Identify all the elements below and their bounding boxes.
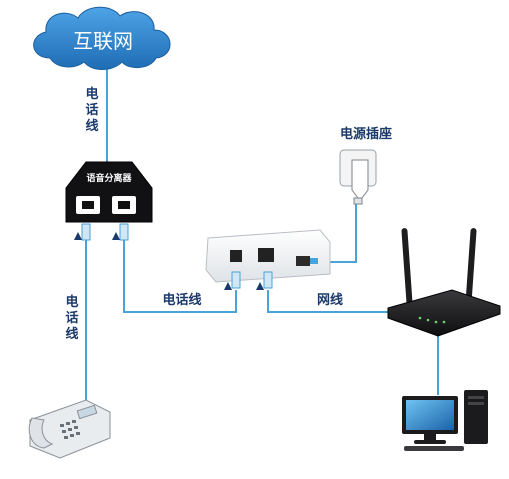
router-antenna-right — [465, 228, 477, 306]
modem-port-power — [296, 256, 310, 266]
label-char: 电 — [85, 86, 98, 102]
arrow-up-icon — [256, 282, 264, 290]
power-adapter — [339, 149, 377, 205]
modem-plug-line — [231, 271, 241, 289]
router-body — [387, 289, 501, 337]
arrow-up-icon — [224, 282, 232, 290]
label-power-outlet: 电源插座 — [340, 126, 392, 142]
modem — [205, 229, 331, 290]
phone-keypad — [60, 420, 80, 439]
label-char: 话 — [85, 102, 98, 118]
arrow-up-icon — [74, 232, 82, 240]
phone-display — [76, 404, 98, 420]
label-phone-line-mid: 电话线 — [162, 292, 201, 308]
telephone — [28, 399, 111, 459]
label-char: 话 — [65, 310, 78, 326]
label-char: 线 — [65, 326, 78, 342]
cable-splitter-to-modem — [123, 240, 237, 313]
cloud-label: 互联网 — [73, 29, 133, 53]
splitter-plug-modem — [119, 223, 129, 241]
monitor-screen — [406, 400, 454, 430]
label-phone-line-left: 电 话 线 — [65, 294, 78, 342]
cable-modem-to-router — [267, 290, 395, 313]
label-char: 线 — [85, 118, 98, 134]
modem-plug-lan — [263, 271, 273, 289]
splitter-label: 语音分离器 — [86, 172, 132, 184]
router-status-leds — [418, 316, 446, 324]
label-network-cable: 网线 — [317, 292, 343, 308]
phone-handset — [28, 417, 54, 449]
arrow-up-icon — [112, 232, 120, 240]
voice-splitter: 语音分离器 — [65, 161, 153, 241]
modem-port-lan — [258, 248, 274, 262]
keyboard — [404, 446, 464, 451]
label-char: 电 — [65, 294, 78, 310]
internet-cloud: 互联网 — [33, 6, 171, 70]
splitter-plug-phone — [81, 223, 91, 241]
router-antenna-left — [401, 228, 413, 306]
desktop-computer — [402, 390, 488, 451]
modem-port-line — [230, 250, 242, 262]
wireless-router — [387, 228, 501, 337]
cloud-icon — [33, 6, 171, 70]
plug-icon — [351, 159, 369, 199]
label-phone-line-top: 电 话 线 — [85, 86, 98, 134]
